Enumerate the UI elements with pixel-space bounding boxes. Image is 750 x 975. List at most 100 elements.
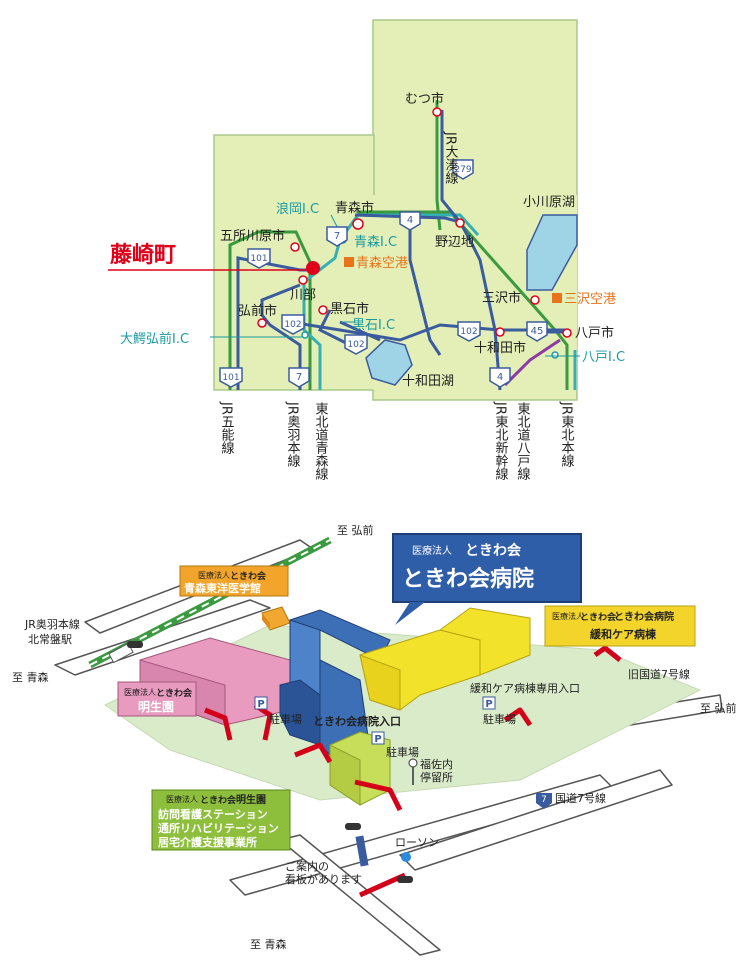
svg-text:通所リハビリテーション: 通所リハビリテーション [158, 821, 279, 835]
banner-ryokan: 医療法人 ときわ会 ときわ会病院 緩和ケア病棟 [544, 605, 696, 647]
svg-text:訪問看護ステーション: 訪問看護ステーション [158, 807, 268, 821]
building-main-hospital [279, 609, 391, 766]
svg-text:明生園: 明生園 [138, 699, 174, 714]
city-goshogawara: 五所川原市 [220, 228, 285, 244]
to-aomori-bottom: 至 青森 [250, 937, 287, 951]
line-tohoku-shinkansen: JR東北新幹線 [493, 401, 509, 480]
svg-text:102: 102 [460, 327, 477, 337]
parking-label-2: 駐車場 [483, 712, 516, 726]
airport-icon-misawa [552, 293, 562, 303]
banner-toyo: 医療法人 ときわ会 青森東洋医学館 [179, 565, 289, 597]
city-mutsu: むつ市 [405, 91, 444, 107]
line-ominato: JR大湊線 [443, 131, 459, 184]
svg-text:医療法人: 医療法人 [412, 544, 452, 557]
line-ou: JR奥羽本線 [285, 401, 301, 467]
route7-label: 国道7号線 [555, 791, 606, 805]
road-lines [236, 110, 565, 391]
route-shields: 4 7 101 102 102 101 7 279 102 45 4 [219, 159, 548, 388]
airport-aomori: 青森空港 [356, 256, 408, 271]
ic-namioka: 浪岡I.C [276, 202, 319, 217]
route-shield-4a: 4 [399, 211, 421, 231]
ryokan-entrance-label: 緩和ケア病棟専用入口 [470, 681, 580, 695]
svg-text:101: 101 [222, 373, 239, 383]
jr-lines [228, 100, 569, 390]
bus-stop-label: 福佐内停留所 [420, 757, 453, 784]
to-hirosaki-right: 至 弘前 [700, 701, 737, 715]
svg-text:緩和ケア病棟: 緩和ケア病棟 [590, 627, 657, 641]
svg-text:P: P [485, 699, 492, 710]
city-towada: 十和田市 [474, 340, 526, 356]
bus-stop-icon [408, 758, 418, 768]
route-shield-102a: 102 [281, 314, 305, 335]
lake-towada-label: 十和田湖 [402, 374, 454, 389]
banner-station: 医療法人 ときわ会 明生園 訪問看護ステーション 通所リハビリテーション 居宅介… [151, 789, 291, 851]
ic-kuroishi: 黒石I.C [352, 318, 395, 333]
guide-sign-post [355, 835, 369, 867]
svg-text:P: P [257, 699, 264, 710]
line-tohoku-aomori: 東北道青森線 [313, 401, 329, 480]
lawson-marker [401, 852, 411, 862]
svg-text:ときわ会: ときわ会 [200, 794, 237, 806]
svg-text:7: 7 [541, 795, 547, 805]
route-shield-7b: 7 [288, 367, 310, 388]
lake-towada [365, 339, 413, 386]
city-kawabe: 川部 [290, 288, 316, 303]
svg-text:ときわ会: ときわ会 [230, 570, 267, 582]
to-aomori-left: 至 青森 [12, 670, 49, 684]
city-markers [257, 107, 572, 338]
traffic-light-1 [127, 641, 143, 648]
svg-text:102: 102 [347, 340, 364, 350]
svg-text:医療法人: 医療法人 [552, 611, 584, 621]
jr-ou-line-label: JR奥羽本線 [24, 617, 80, 631]
svg-text:102: 102 [284, 320, 301, 330]
city-misawa: 三沢市 [482, 290, 521, 306]
svg-text:ときわ会: ときわ会 [156, 687, 193, 699]
signboard-label: ご案内の看板があります [285, 859, 362, 886]
city-noheji: 野辺地 [435, 235, 474, 250]
svg-text:4: 4 [497, 372, 503, 383]
svg-text:居宅介護支援事業所: 居宅介護支援事業所 [158, 835, 257, 849]
route-shield-102c: 102 [457, 321, 481, 342]
fujisaki-marker [306, 261, 320, 275]
svg-text:4: 4 [407, 215, 413, 226]
svg-text:ときわ会: ときわ会 [580, 611, 617, 623]
lake-ogawara [526, 214, 578, 291]
traffic-light-2 [345, 823, 361, 830]
local-map: 7 P P P 至 弘前 至 青森 至 弘前 至 青森 JR奥羽本線 北常盤駅 … [12, 523, 737, 956]
svg-text:7: 7 [334, 231, 340, 242]
parking-icons: P P P [254, 696, 496, 745]
kitatokiwa-station-label: 北常盤駅 [28, 633, 72, 646]
shinkansen-line [503, 338, 561, 387]
city-aomori: 青森市 [335, 200, 374, 216]
route-shield-102b: 102 [344, 334, 368, 355]
svg-text:明生園: 明生園 [236, 793, 266, 806]
svg-text:ときわ会病院: ときわ会病院 [402, 566, 534, 592]
route7-shield: 7 [536, 793, 552, 809]
route-shield-101a: 101 [247, 248, 271, 269]
ic-aomori: 青森I.C [354, 235, 397, 250]
lake-ogawara-label: 小川原湖 [523, 195, 575, 210]
parking-label-1: 駐車場 [269, 712, 302, 726]
route-shield-101b: 101 [219, 367, 243, 388]
line-gono: JR五能線 [219, 401, 235, 454]
parking-label-3: 駐車場 [386, 745, 419, 759]
city-hachinohe: 八戸市 [575, 325, 614, 341]
svg-text:医療法人: 医療法人 [166, 794, 198, 804]
svg-text:P: P [374, 734, 381, 745]
town-label: 藤崎町 [110, 242, 176, 268]
route-shield-45: 45 [526, 321, 548, 342]
route-shield-7a: 7 [326, 226, 348, 247]
banner-meisei: 医療法人 ときわ会 明生園 [117, 681, 197, 717]
banner-main-hospital: 医療法人 ときわ会 ときわ会病院 [392, 533, 582, 625]
svg-text:ときわ会病院: ときわ会病院 [614, 610, 674, 623]
to-hirosaki-top: 至 弘前 [337, 523, 374, 537]
svg-text:101: 101 [250, 254, 267, 264]
route-shield-279: 279 [452, 159, 474, 180]
svg-text:45: 45 [531, 326, 544, 337]
route-shield-4b: 4 [489, 367, 511, 388]
hospital-entrance-label: ときわ会病院入口 [313, 714, 401, 728]
city-hirosaki: 弘前市 [238, 303, 277, 319]
traffic-light-3 [397, 876, 413, 883]
ic-owani: 大鰐弘前I.C [120, 331, 189, 347]
old-route7-label: 旧国道7号線 [628, 667, 690, 681]
